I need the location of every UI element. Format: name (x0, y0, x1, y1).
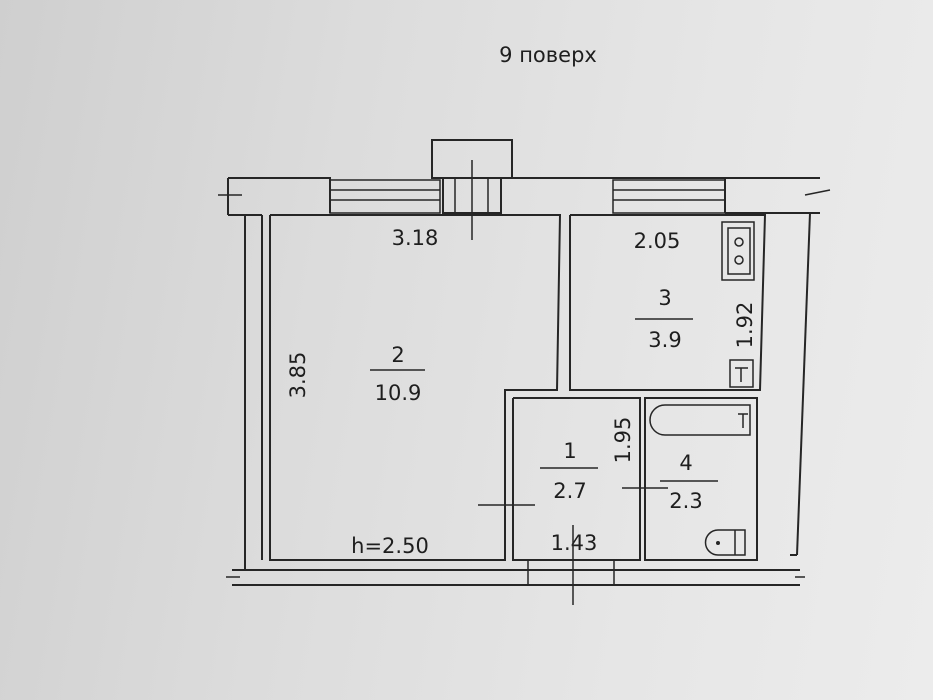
toilet-icon (704, 529, 746, 556)
room-3-number: 3 (658, 286, 671, 310)
room-2-length: 3.85 (286, 352, 310, 399)
room-1-area: 2.7 (553, 479, 586, 503)
ceiling-height: h=2.50 (351, 534, 429, 558)
room-1-width: 1.43 (551, 531, 598, 555)
bathtub-icon (649, 404, 751, 436)
room-1-number: 1 (563, 439, 576, 463)
windows (329, 179, 726, 586)
room-4-area: 2.3 (669, 489, 702, 513)
heater-icon (729, 359, 754, 388)
room-2-width: 3.18 (392, 226, 439, 250)
room-3-length: 1.92 (733, 302, 757, 349)
room-2-number: 2 (391, 343, 404, 367)
room-3-kitchen: 2.05 1.92 3 3.9 (569, 214, 767, 391)
ventilation-shaft (431, 139, 513, 240)
room-4-bathroom: 4 2.3 (644, 397, 758, 561)
room-3-area: 3.9 (648, 328, 681, 352)
floor-label: 9 поверх (499, 43, 597, 67)
room-2-area: 10.9 (375, 381, 422, 405)
room-1-length: 1.95 (611, 417, 635, 464)
outer-walls (218, 177, 831, 586)
room-2-living: 3.18 3.85 2 10.9 h=2.50 (269, 214, 562, 561)
room-1-hallway: 1.95 1 2.7 1.43 (478, 397, 668, 605)
room-3-width: 2.05 (634, 229, 681, 253)
room-4-number: 4 (679, 451, 692, 475)
stove-icon (721, 221, 755, 281)
